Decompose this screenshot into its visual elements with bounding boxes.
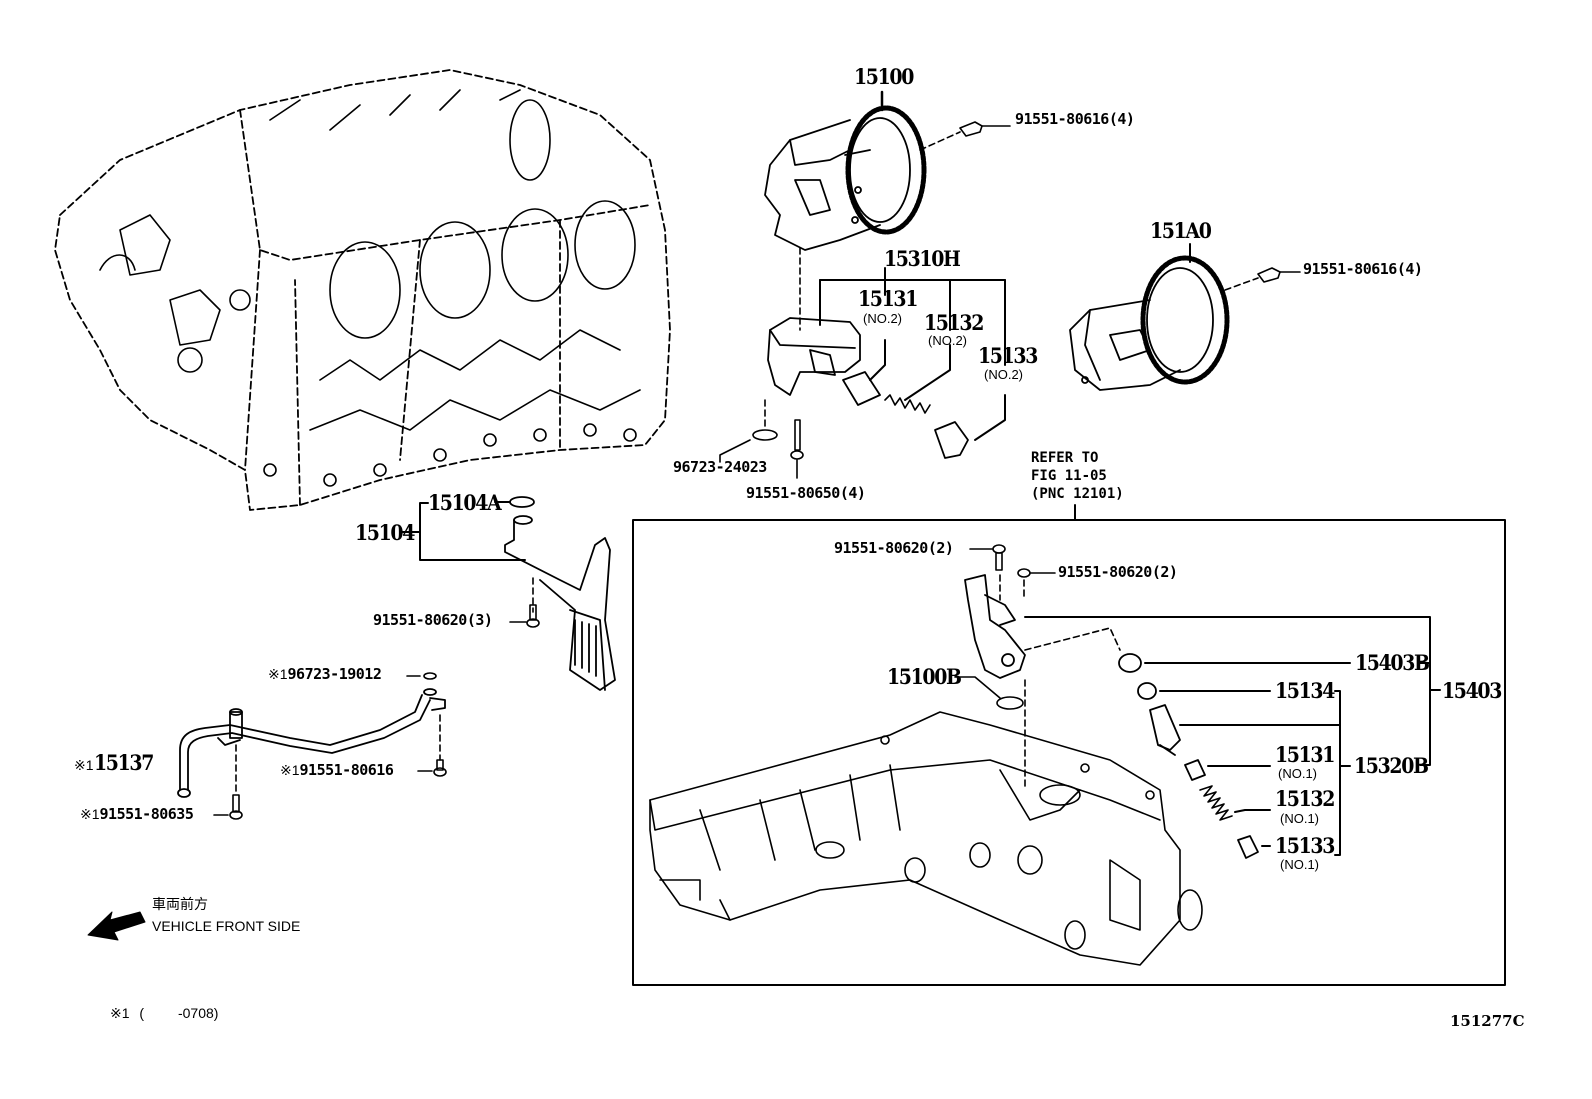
part-label-91551-80650[interactable]: 91551-80650(4) (746, 484, 866, 502)
part-sub-15131-no1: (NO.1) (1278, 766, 1317, 781)
part-label-15104[interactable]: 15104 (355, 520, 415, 545)
strainer-15104-illustration (504, 515, 616, 691)
part-sub-15132-no2: (NO.2) (928, 333, 967, 348)
part-label-91551-80616-pipe[interactable]: ※191551-80616 (280, 761, 394, 779)
o-ring-96723-24023 (719, 429, 778, 463)
relief-valve-body-no1 (1149, 704, 1181, 756)
part-label-15131-no2[interactable]: 15131 (858, 286, 918, 311)
part-label-15134[interactable]: 15134 (1275, 678, 1335, 703)
bolt-91551-80620-x2-a (969, 544, 1006, 571)
part-label-96723-24023[interactable]: 96723-24023 (673, 458, 767, 476)
part-label-96723-19012[interactable]: ※196723-19012 (268, 665, 382, 683)
o-ring-15403B (1118, 653, 1142, 673)
part-label-15320B[interactable]: 15320B (1354, 753, 1429, 778)
bolt-91551-80650 (790, 419, 804, 479)
bolt-91551-80635 (213, 794, 243, 820)
vehicle-front-label-jp: 車両前方 (152, 897, 208, 913)
bracket-15403 (1024, 616, 1441, 766)
bolt-91551-80616-pipe (417, 759, 447, 777)
o-ring-15104A (509, 496, 535, 508)
part-label-15403B[interactable]: 15403B (1355, 650, 1430, 675)
part-label-91551-80620-x2-a[interactable]: 91551-80620(2) (834, 539, 954, 557)
part-label-15137[interactable]: ※115137 (74, 750, 154, 775)
footnote-marker: ※1 (280, 762, 300, 778)
vehicle-front-label: VEHICLE FRONT SIDE (152, 918, 301, 934)
footnote-range-end: -0708) (177, 1005, 219, 1021)
valve-15131-no2 (842, 371, 881, 406)
part-sub-15132-no1: (NO.1) (1280, 811, 1319, 826)
footnote-range-open: ( (139, 1005, 145, 1021)
vehicle-front-arrow-icon (87, 911, 146, 941)
footnote-marker: ※1 (74, 757, 94, 773)
bolt-91551-80616-right (1257, 267, 1301, 283)
part-label-15132-no1[interactable]: 15132 (1275, 786, 1335, 811)
illustration-code: 151277C (1450, 1012, 1525, 1030)
part-sub-15131-no2: (NO.2) (863, 311, 902, 326)
plug-15133-no1 (1237, 835, 1259, 859)
footnote-marker: ※1 (268, 666, 288, 682)
spring-15132-no1 (1199, 785, 1233, 821)
refer-note[interactable]: REFER TO FIG 11-05 (PNC 12101) (1031, 449, 1124, 503)
bracket-15104 (399, 501, 526, 561)
part-label-15100B[interactable]: 15100B (887, 664, 962, 689)
part-sub-15133-no2: (NO.2) (984, 367, 1023, 382)
bracket-15310H (819, 267, 1006, 441)
oil-pump-15100-illustration (764, 105, 927, 251)
bolt-91551-80616-top (959, 121, 1011, 137)
part-label-91551-80616-top[interactable]: 91551-80616(4) (1015, 110, 1135, 128)
part-label-15104A[interactable]: 15104A (428, 490, 502, 515)
refer-line-3: (PNC 12101) (1031, 486, 1124, 502)
valve-15131-no1 (1184, 759, 1206, 781)
part-label-15132-no2[interactable]: 15132 (924, 310, 984, 335)
engine-block-illustration (54, 69, 671, 511)
footnote-marker: ※1 (110, 1005, 130, 1021)
part-label-91551-80635[interactable]: ※191551-80635 (80, 805, 194, 823)
spring-15132-no2 (884, 394, 931, 414)
part-label-91551-80620-x3[interactable]: 91551-80620(3) (373, 611, 493, 629)
part-label-15100[interactable]: 15100 (854, 64, 914, 89)
refer-line-1: REFER TO (1031, 450, 1099, 466)
bolt-91551-80620-x2-b (1017, 568, 1056, 578)
refer-line-2: FIG 11-05 (1031, 468, 1107, 484)
oil-pipe-15137-illustration (177, 688, 446, 798)
engine-block-details (99, 89, 641, 487)
gasket-96723-19012 (423, 672, 437, 680)
relief-valve-body-no2 (767, 317, 861, 396)
gasket-15100B (996, 696, 1024, 710)
bracket-15320B (1159, 690, 1351, 856)
part-sub-15133-no1: (NO.1) (1280, 857, 1319, 872)
plug-15133-no2 (934, 421, 969, 459)
part-label-151A0[interactable]: 151A0 (1150, 218, 1212, 243)
part-label-15133-no1[interactable]: 15133 (1275, 833, 1335, 858)
part-label-15310H[interactable]: 15310H (884, 246, 961, 271)
part-label-15403[interactable]: 15403 (1442, 678, 1502, 703)
oil-pan-illustration (649, 711, 1203, 966)
footnote: ※1 ( -0708) (110, 1006, 218, 1020)
oil-pump-elbow-illustration (964, 574, 1026, 679)
bolt-91551-80620-x3 (509, 604, 540, 628)
part-label-15133-no2[interactable]: 15133 (978, 343, 1038, 368)
part-label-91551-80616-right[interactable]: 91551-80616(4) (1303, 260, 1423, 278)
footnote-marker: ※1 (80, 806, 100, 822)
oil-pump-151A0-illustration (1069, 255, 1230, 391)
part-label-91551-80620-x2-b[interactable]: 91551-80620(2) (1058, 563, 1178, 581)
part-label-15131-no1[interactable]: 15131 (1275, 742, 1335, 767)
oil-pan-inset-frame (632, 519, 1506, 986)
o-ring-15134 (1137, 682, 1157, 700)
